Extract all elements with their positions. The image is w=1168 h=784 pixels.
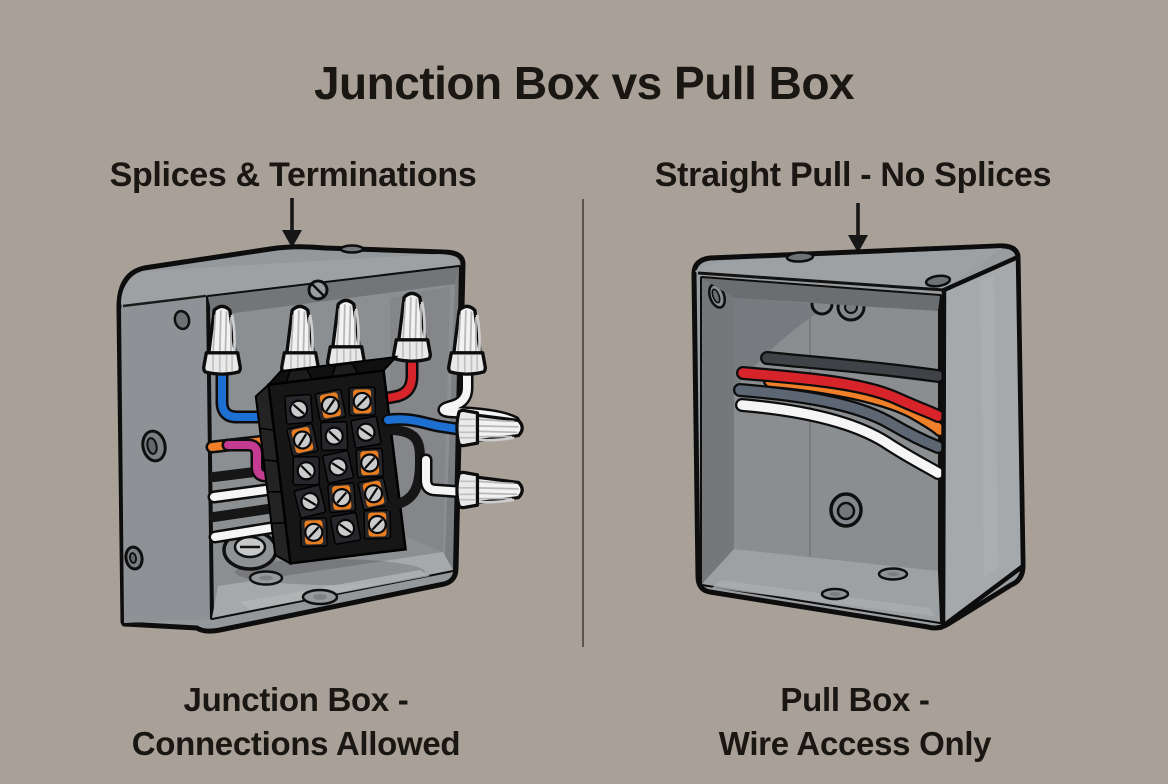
wire-nuts-side — [455, 408, 524, 510]
junction-box-wires-right — [381, 412, 471, 511]
panel-divider — [582, 199, 584, 647]
page-title: Junction Box vs Pull Box — [313, 57, 855, 109]
junction-box-illustration — [116, 244, 524, 634]
terminal-block — [254, 355, 407, 566]
down-arrow-icon — [848, 203, 868, 253]
pull-box-wires — [733, 351, 947, 480]
caption-line: Junction Box - — [183, 681, 409, 718]
down-arrow-icon — [282, 198, 302, 248]
caption-line: Wire Access Only — [718, 725, 992, 762]
caption-line: Pull Box - — [780, 681, 930, 718]
caption-line: Connections Allowed — [131, 725, 461, 762]
pull-box-body — [691, 243, 1026, 631]
right-panel-header: Straight Pull - No Splices — [654, 156, 1052, 194]
left-panel-caption: Junction Box - Connections Allowed — [132, 678, 461, 766]
left-panel-header: Splices & Terminations — [109, 156, 477, 194]
pull-box-right-face — [697, 253, 1026, 631]
pull-box-illustration — [691, 243, 1026, 631]
right-panel-caption: Pull Box - Wire Access Only — [718, 678, 992, 766]
